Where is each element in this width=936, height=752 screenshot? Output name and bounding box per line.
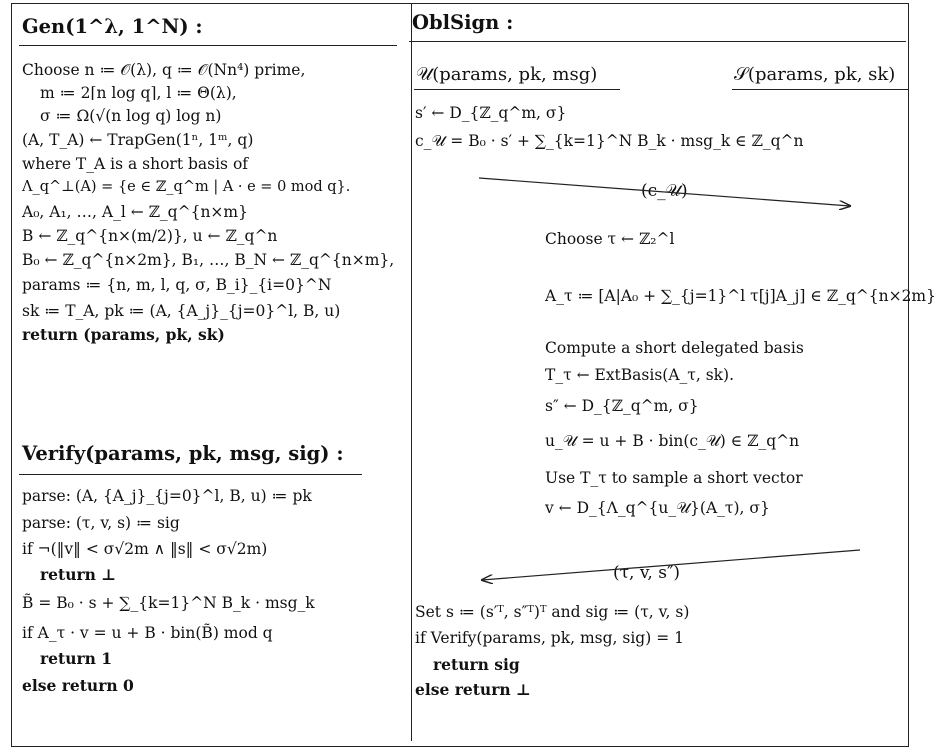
verify-header-rule bbox=[19, 474, 362, 475]
verify-line: parse: (τ, v, s) ≔ sig bbox=[22, 514, 180, 532]
final-line: if Verify(params, pk, msg, sig) = 1 bbox=[415, 629, 684, 647]
verify-header: Verify(params, pk, msg, sig) : bbox=[22, 442, 344, 465]
verify-line: return ⊥ bbox=[40, 565, 117, 584]
signer-line: Choose τ ← ℤ₂^l bbox=[545, 230, 675, 248]
user-header-rule bbox=[414, 89, 620, 90]
gen-line: m ≔ 2⌈n log q⌉, l ≔ Θ(λ), bbox=[40, 84, 237, 102]
signer-line: Use T_τ to sample a short vector bbox=[545, 469, 803, 487]
gen-line: Λ_q^⊥(A) = {e ∈ ℤ_q^m | A · e = 0 mod q}… bbox=[22, 179, 351, 195]
verify-line: parse: (A, {A_j}_{j=0}^l, B, u) ≔ pk bbox=[22, 487, 312, 505]
gen-line: params ≔ {n, m, l, q, σ, B_i}_{i=0}^N bbox=[22, 276, 332, 294]
gen-line: Choose n ≔ 𝒪(λ), q ≔ 𝒪(Nn⁴) prime, bbox=[22, 61, 306, 79]
verify-line: return 1 bbox=[40, 649, 113, 668]
gen-line: σ ≔ Ω(√(n log q) log n) bbox=[40, 107, 222, 125]
verify-line: B̃ = B₀ · s + ∑_{k=1}^N B_k · msg_k bbox=[22, 594, 315, 612]
signer-line: s″ ← D_{ℤ_q^m, σ} bbox=[545, 397, 699, 415]
gen-line: B ← ℤ_q^{n×(m/2)}, u ← ℤ_q^n bbox=[22, 227, 278, 245]
gen-line: A₀, A₁, …, A_l ← ℤ_q^{n×m} bbox=[22, 203, 248, 221]
figure-frame bbox=[11, 3, 909, 747]
user-party-header: 𝒰(params, pk, msg) bbox=[416, 64, 598, 85]
final-line: return sig bbox=[433, 655, 520, 674]
gen-line: where T_A is a short basis of bbox=[22, 155, 249, 173]
gen-line: sk ≔ T_A, pk ≔ (A, {A_j}_{j=0}^l, B, u) bbox=[22, 302, 341, 320]
final-line: else return ⊥ bbox=[415, 680, 531, 699]
message-2-label: (τ, v, s″) bbox=[610, 562, 683, 584]
gen-line: (A, T_A) ← TrapGen(1ⁿ, 1ᵐ, q) bbox=[22, 131, 254, 149]
user-line: c_𝒰 = B₀ · s′ + ∑_{k=1}^N B_k · msg_k ∈ … bbox=[415, 132, 804, 150]
signer-line: T_τ ← ExtBasis(A_τ, sk). bbox=[545, 366, 735, 384]
gen-line: return (params, pk, sk) bbox=[22, 325, 225, 344]
signer-party-header: 𝒮(params, pk, sk) bbox=[734, 64, 896, 85]
message-1-label: (c_𝒰) bbox=[638, 180, 691, 202]
column-divider bbox=[411, 4, 412, 741]
gen-line: B₀ ← ℤ_q^{n×2m}, B₁, …, B_N ← ℤ_q^{n×m}, bbox=[22, 251, 395, 269]
signer-line: u_𝒰 = u + B · bin(c_𝒰) ∈ ℤ_q^n bbox=[545, 432, 800, 450]
signer-line: A_τ ≔ [A|A₀ + ∑_{j=1}^l τ[j]A_j] ∈ ℤ_q^{… bbox=[545, 287, 936, 305]
verify-line: if A_τ · v = u + B · bin(B̃) mod q bbox=[22, 624, 273, 642]
user-line: s′ ← D_{ℤ_q^m, σ} bbox=[415, 104, 567, 122]
gen-header-rule bbox=[19, 45, 397, 46]
signer-line: v ← D_{Λ_q^{u_𝒰}(A_τ), σ} bbox=[545, 499, 770, 517]
oblsign-header-rule bbox=[409, 41, 906, 42]
verify-line: if ¬(‖v‖ < σ√2m ∧ ‖s‖ < σ√2m) bbox=[22, 540, 268, 558]
verify-line: else return 0 bbox=[22, 676, 134, 695]
gen-header: Gen(1^λ, 1^N) : bbox=[22, 15, 203, 38]
oblsign-header: OblSign : bbox=[412, 11, 514, 34]
final-line: Set s ≔ (s′ᵀ, s″ᵀ)ᵀ and sig ≔ (τ, v, s) bbox=[415, 603, 690, 621]
signer-line: Compute a short delegated basis bbox=[545, 339, 804, 357]
signer-header-rule bbox=[732, 89, 908, 90]
